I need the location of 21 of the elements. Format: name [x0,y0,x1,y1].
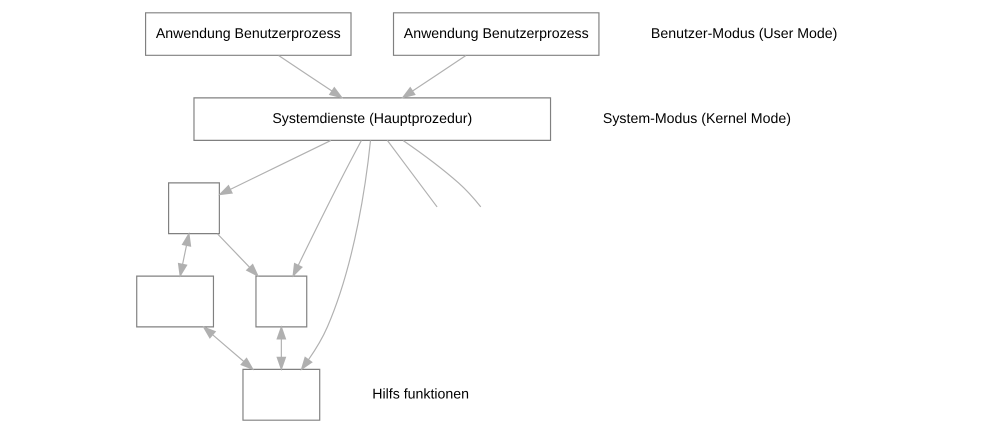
arrow [216,233,259,278]
arrow [202,326,254,370]
connector [386,140,438,208]
node-box: Systemdienste (Hauptprozedur) [192,97,551,141]
arrow [218,140,331,196]
arrow [400,55,466,99]
arrow [177,232,191,278]
node-box [136,276,214,328]
arrow [278,55,343,99]
label: System-Modus (Kernel Mode) [602,110,790,127]
connector [402,140,481,208]
node-box [242,368,320,421]
node-box [254,276,307,328]
label: Hilfs funktionen [372,386,469,402]
arrow [292,140,362,278]
node-box: Anwendung Benutzerprozess [144,12,352,56]
arrow [276,325,286,371]
node-box [168,182,220,234]
label: Benutzer-Modus (User Mode) [650,26,837,42]
arrow [300,140,371,371]
node-box: Anwendung Benutzerprozess [392,12,600,56]
